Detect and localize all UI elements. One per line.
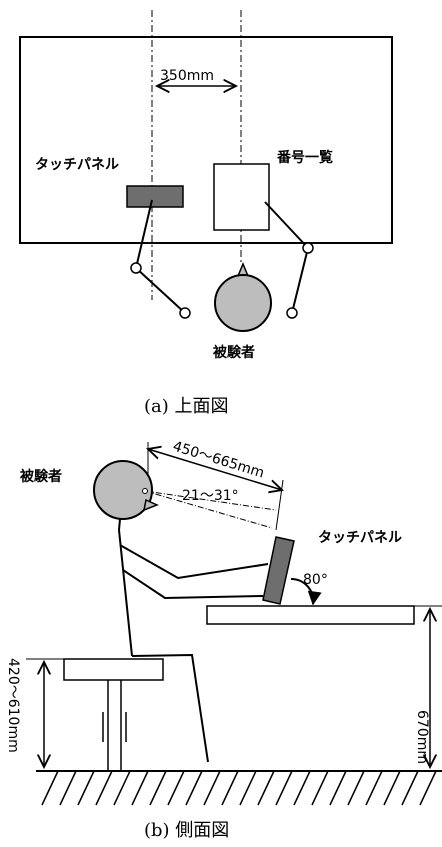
torso [118,529,133,657]
side-subject-label: 被験者 [20,468,62,485]
top-subject-label: 被験者 [213,344,255,361]
lower-arm [122,569,264,600]
number-list-rect [213,163,270,231]
right-arm-links [264,201,310,314]
side-touch-panel-label: タッチパネル [318,530,402,546]
seat-height-label: 420～610mm [5,658,21,753]
desk-top [206,605,415,625]
sight-line-upper [144,490,277,511]
desk-outline [19,36,393,244]
width-dimension-label: 350mm [160,68,214,84]
subject-eye [142,488,148,494]
tilt-angle-label: 80° [303,572,328,588]
floor-hatching [41,770,437,806]
neck [118,518,121,531]
subject-head-side [93,460,153,520]
desk-height-label: 670mm [414,710,430,764]
tilt-angle-arc [290,577,322,606]
right-hand-joint [286,307,298,319]
side-view-caption: (b) 側面図 [144,820,229,841]
distance-dimension-arrow [148,449,282,490]
touch-panel-slab [262,536,295,605]
left-hand-joint [179,307,191,319]
top-view-caption: (a) 上面図 [144,396,229,417]
upper-arm [119,544,269,580]
distance-ext-right [275,479,284,531]
side-view: 450～665mm 21～31° 被験者 タッチパネル 80° 670mm [5,439,442,841]
left-arm-links [134,199,186,314]
sight-line-lower [144,490,273,529]
subject-head-top [214,274,272,332]
seat-top [63,658,164,681]
top-view: 350mm タッチパネル 番号一覧 被験者 (a) 上面図 [19,10,393,417]
side-nose [142,498,159,512]
angle-range-label: 21～31° [182,488,239,504]
number-list-label: 番号一覧 [276,149,333,166]
touch-panel-label: タッチパネル [35,157,119,173]
left-arm-joint [130,262,142,274]
touch-panel-rect [126,185,184,208]
right-arm-joint [302,242,314,254]
upper-leg [131,653,209,763]
